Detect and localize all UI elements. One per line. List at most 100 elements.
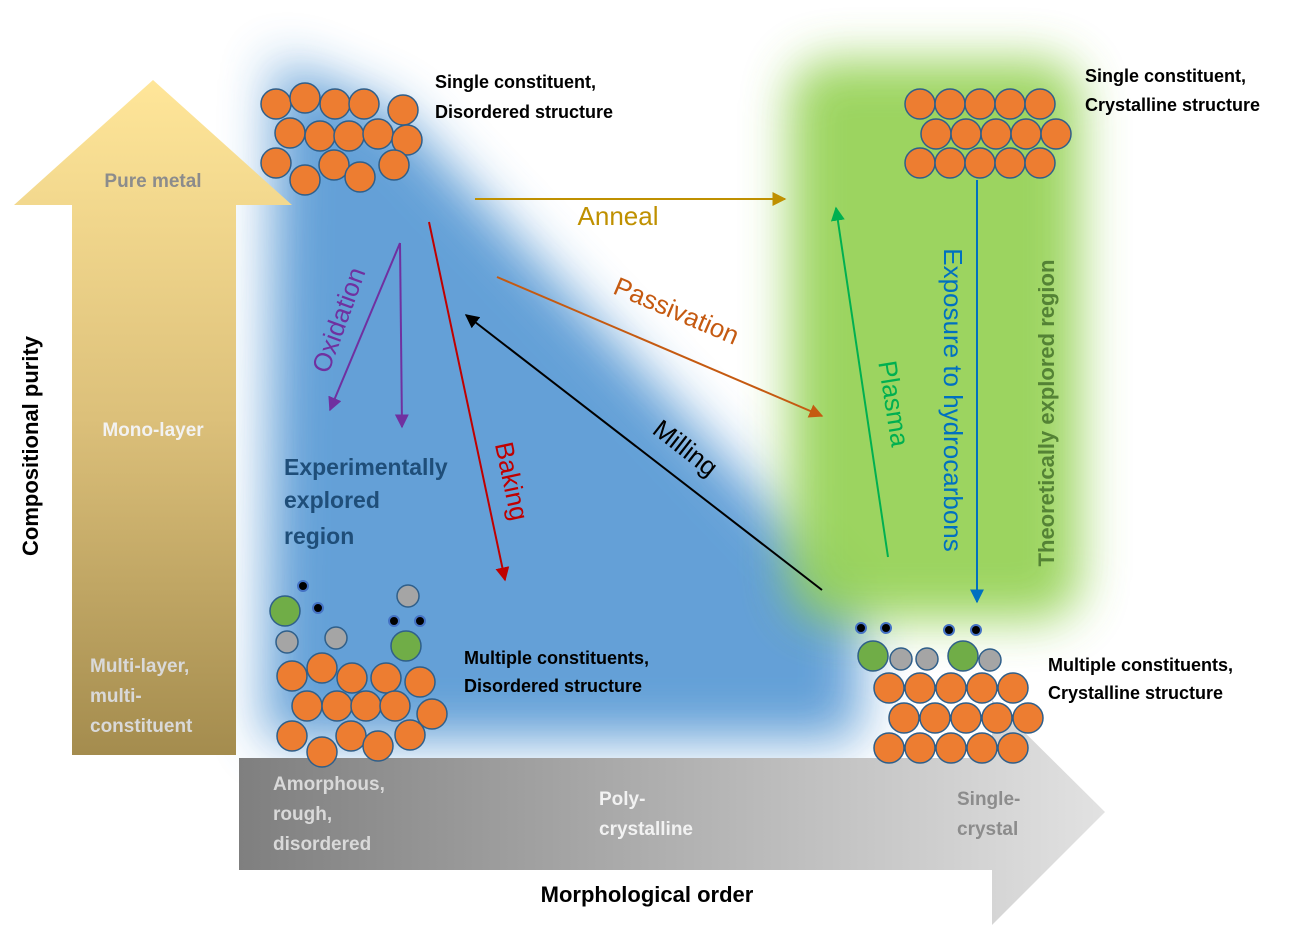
theoretical-region-label: Theoretically explored region (1034, 260, 1059, 567)
green-atom (269, 595, 301, 627)
metal-atom (379, 690, 411, 722)
green-atom (947, 640, 979, 672)
state-top-left-label: Single constituent, Disordered structure (435, 72, 613, 122)
metal-atom (378, 149, 410, 181)
grey-atom (915, 647, 939, 671)
grey-atom (889, 647, 913, 671)
experimental-region-label: Experimentally explored region (284, 454, 454, 549)
metal-atom (904, 147, 936, 179)
metal-atom (981, 702, 1013, 734)
metal-atom (387, 94, 419, 126)
metal-atom (934, 88, 966, 120)
y-level-multi-layer: Multi-layer, multi- constituent (90, 656, 195, 737)
metal-atom (966, 672, 998, 704)
metal-atom (997, 732, 1029, 764)
metal-atom (318, 149, 350, 181)
metal-atom (935, 672, 967, 704)
passivation-arrow (496, 276, 824, 418)
atom-cluster-disordered-pure (260, 82, 423, 196)
metal-atom (997, 672, 1029, 704)
metal-atom (1012, 702, 1044, 734)
experimental-region (265, 60, 860, 740)
anneal-label: Anneal (578, 201, 659, 231)
theoretical-region (790, 60, 1080, 620)
state-bottom-right-label: Multiple constituents, Crystalline struc… (1048, 655, 1238, 703)
small-atom (388, 615, 400, 627)
milling-arrow (464, 314, 823, 591)
metal-atom (904, 732, 936, 764)
metal-atom (333, 120, 365, 152)
small-atom (855, 622, 867, 634)
oxidation-arrow-2 (394, 242, 409, 429)
y-axis-title: Compositional purity (18, 335, 43, 556)
metal-atom (362, 118, 394, 150)
metal-atom (994, 147, 1026, 179)
green-atom (390, 630, 422, 662)
x-axis-title: Morphological order (541, 882, 754, 907)
green-atom (857, 640, 889, 672)
metal-atom (964, 88, 996, 120)
x-axis-arrow (239, 700, 1105, 925)
metal-atom (336, 662, 368, 694)
atom-cluster-crystalline-multi (855, 622, 1044, 764)
metal-atom (888, 702, 920, 734)
metal-atom (391, 124, 423, 156)
metal-atom (920, 118, 952, 150)
metal-atom (950, 118, 982, 150)
metal-atom (291, 690, 323, 722)
metal-atom (1010, 118, 1042, 150)
metal-atom (934, 147, 966, 179)
metal-atom (321, 690, 353, 722)
metal-atom (966, 732, 998, 764)
y-level-mono-layer: Mono-layer (102, 420, 204, 441)
metal-atom (274, 117, 306, 149)
metal-atom (260, 88, 292, 120)
small-atom (312, 602, 324, 614)
metal-atom (289, 164, 321, 196)
metal-atom (362, 730, 394, 762)
exposure-label: Exposure to hydrocarbons (938, 248, 968, 552)
metal-atom (994, 88, 1026, 120)
small-atom (943, 624, 955, 636)
grey-atom (978, 648, 1002, 672)
metal-atom (873, 732, 905, 764)
metal-atom (950, 702, 982, 734)
metal-atom (416, 698, 448, 730)
passivation-label: Passivation (609, 271, 743, 351)
plasma-arrow (830, 206, 889, 558)
y-axis-arrow (14, 80, 292, 755)
x-level-amorphous: Amorphous, rough, disordered (273, 774, 390, 855)
metal-atom (370, 662, 402, 694)
metal-atom (404, 666, 436, 698)
x-level-single-crystal: Single- crystal (957, 789, 1026, 840)
metal-atom (350, 690, 382, 722)
metal-atom (276, 720, 308, 752)
x-level-polycrystalline: Poly- crystalline (599, 789, 693, 840)
grey-atom (275, 630, 299, 654)
small-atom (414, 615, 426, 627)
small-atom (297, 580, 309, 592)
metal-atom (306, 652, 338, 684)
metal-atom (873, 672, 905, 704)
metal-atom (935, 732, 967, 764)
y-level-pure-metal: Pure metal (104, 171, 201, 192)
metal-atom (348, 88, 380, 120)
metal-atom (260, 147, 292, 179)
metal-atom (980, 118, 1012, 150)
metal-atom (394, 719, 426, 751)
metal-atom (904, 88, 936, 120)
metal-atom (304, 120, 336, 152)
metal-atom (1040, 118, 1072, 150)
small-atom (970, 624, 982, 636)
state-bottom-left-label: Multiple constituents, Disordered struct… (464, 648, 654, 696)
metal-atom (964, 147, 996, 179)
baking-arrow (428, 221, 510, 582)
metal-atom (904, 672, 936, 704)
oxidation-arrow-1 (328, 242, 401, 412)
metal-atom (1024, 147, 1056, 179)
metal-atom (319, 88, 351, 120)
atom-cluster-disordered-multi (269, 580, 448, 768)
grey-atom (396, 584, 420, 608)
